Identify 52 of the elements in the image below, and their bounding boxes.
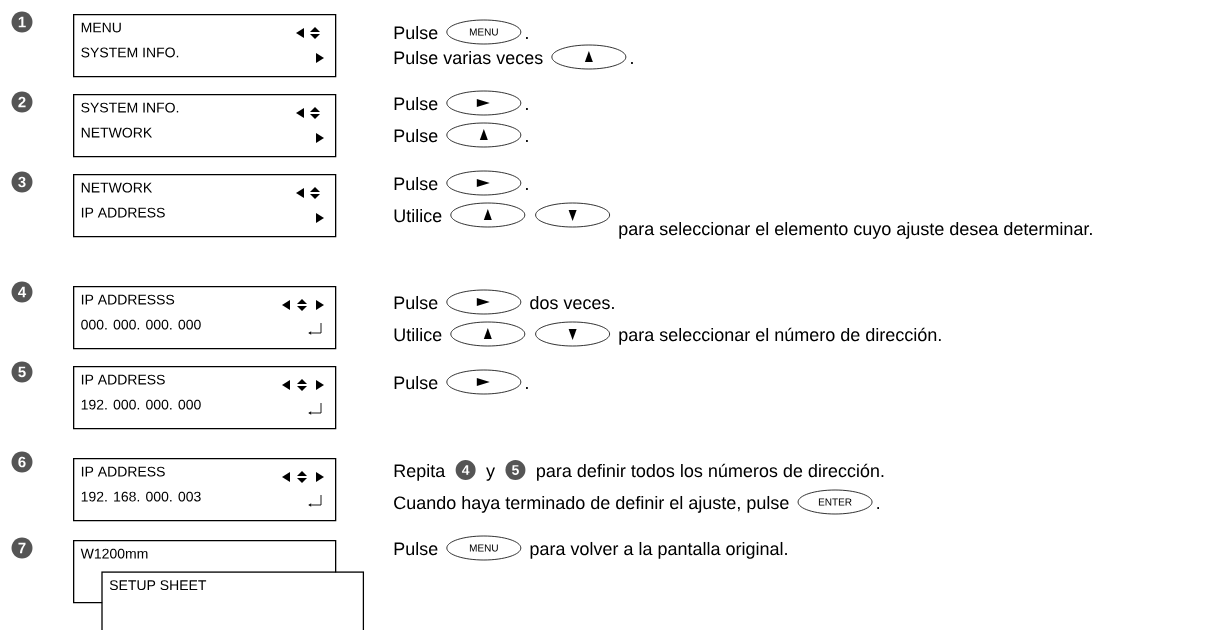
arrow-key-button	[446, 122, 522, 148]
instruction-text: Repita	[394, 463, 446, 481]
arrow-key-button	[446, 289, 522, 315]
key-button: MENU	[446, 535, 522, 561]
arrow-key-button	[446, 170, 522, 196]
arrow-key-button	[450, 321, 526, 347]
instruction-text: Pulse varias veces	[394, 50, 543, 65]
lcd-display: IP ADDRESS 192. 000. 000. 000	[73, 366, 337, 430]
step-number-badge: 5	[505, 460, 526, 480]
step-number-badge: 1	[11, 11, 33, 33]
step-number-badge: 2	[11, 91, 33, 113]
instruction-text: .	[526, 387, 528, 389]
lcd-display: MENU SYSTEM INFO.	[73, 14, 337, 78]
step-number-badge: 3	[11, 171, 33, 193]
arrow-key-button	[535, 202, 610, 228]
instruction-text: y	[486, 467, 495, 481]
instruction-text: Pulse	[394, 128, 438, 143]
instruction-text: Pulse	[394, 295, 438, 310]
instruction-text: para seleccionar el número de dirección.	[619, 327, 941, 345]
step-number-badge: 7	[11, 537, 33, 559]
step-number-badge: 6	[11, 451, 33, 473]
instruction-text: Pulse	[394, 176, 438, 191]
instruction-text: .	[526, 108, 528, 110]
instruction-text: .	[526, 37, 528, 39]
lcd-display: SETUP SHEET	[101, 571, 365, 630]
arrow-key-button	[450, 202, 526, 228]
instruction-text: para seleccionar el elemento cuyo ajuste desea determinar.	[619, 222, 1092, 239]
instruction-text: Utilice	[394, 208, 442, 223]
arrow-key-button	[446, 90, 522, 116]
arrow-key-button	[551, 44, 627, 70]
key-button: ENTER	[797, 489, 873, 515]
instruction-text: Pulse	[394, 25, 438, 40]
lcd-display: NETWORK IP ADDRESS	[73, 174, 337, 238]
lcd-display: SYSTEM INFO. NETWORK	[73, 94, 337, 158]
instruction-text: Pulse	[394, 541, 438, 556]
instruction-text: Pulse	[394, 96, 438, 111]
instruction-text: para definir todos los números de dirección.	[537, 463, 884, 481]
instruction-text: dos veces.	[530, 295, 614, 310]
key-button: MENU	[446, 19, 522, 45]
arrow-key-button	[446, 369, 522, 395]
step-number-badge: 5	[11, 361, 33, 383]
step-number-badge: 4	[11, 281, 33, 303]
lcd-display: IP ADDRESS 192. 168. 000. 003	[73, 458, 337, 522]
lcd-display: IP ADDRESSS 000. 000. 000. 000	[73, 286, 337, 350]
step-number-badge: 4	[455, 460, 476, 480]
instruction-text: Utilice	[394, 327, 442, 342]
arrow-key-button	[535, 321, 610, 347]
instruction-text: Cuando haya terminado de definir el ajuste, pulse	[394, 495, 789, 513]
instruction-text: .	[526, 188, 528, 190]
instruction-text: Pulse	[394, 375, 438, 390]
instruction-text: .	[526, 140, 528, 142]
instruction-text: para volver a la pantalla original.	[530, 541, 787, 559]
